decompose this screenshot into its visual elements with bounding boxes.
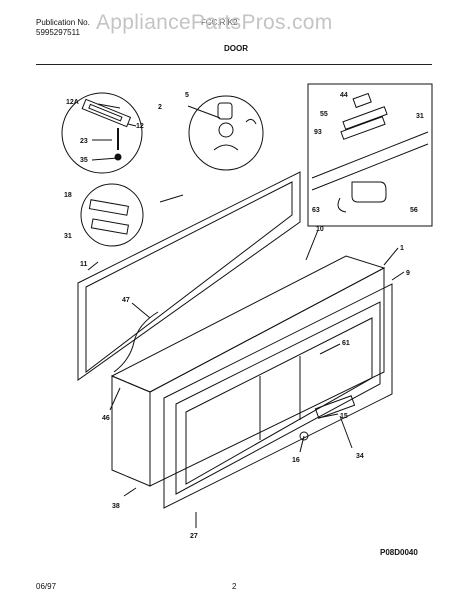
- lock-cylinder-part: [352, 92, 372, 109]
- gasket-outline: [77, 171, 301, 381]
- publication-block: Publication No. 5995297511: [36, 18, 90, 38]
- watermark: AppliancePartsPros.com: [96, 11, 333, 34]
- callout-label: 34: [356, 453, 364, 460]
- inset-circle-hinge: [61, 92, 143, 174]
- latch-cap-part: [217, 102, 233, 120]
- model-number: FCC.R.K2: [201, 18, 238, 27]
- publication-label: Publication No.: [36, 18, 90, 27]
- inset-circle-handle: [80, 183, 144, 247]
- footer-page-number: 2: [232, 582, 237, 591]
- callout-label: 10: [316, 226, 324, 233]
- callout-label: 61: [342, 340, 350, 347]
- handle-part-upper: [88, 199, 129, 216]
- footer-date: 06/97: [36, 582, 57, 591]
- lock-housing-part: [351, 181, 387, 203]
- liner-front: [149, 267, 385, 487]
- hinge-bracket-part: [81, 98, 132, 128]
- callout-label: 18: [64, 192, 72, 199]
- handle-bar: [314, 395, 356, 419]
- callout-label: 1: [400, 245, 404, 252]
- callout-label: 2: [158, 104, 162, 111]
- callout-label: 47: [122, 297, 130, 304]
- callout-label: 55: [320, 111, 328, 118]
- section-title: DOOR: [224, 44, 248, 53]
- callout-label: 5: [185, 92, 189, 99]
- callout-label: 93: [314, 129, 322, 136]
- callout-label: 27: [190, 533, 198, 540]
- callout-label: 12: [136, 123, 144, 130]
- callout-label: 9: [406, 270, 410, 277]
- door-outer-panel: [163, 283, 393, 509]
- header-rule: [36, 64, 432, 65]
- figure-code: P08D0040: [380, 548, 418, 557]
- callout-label: 12A: [66, 99, 79, 106]
- callout-label: 31: [64, 233, 72, 240]
- callout-label: 44: [340, 92, 348, 99]
- handle-part-lower: [90, 218, 130, 235]
- wire-harness: [113, 311, 159, 373]
- callout-label: 11: [80, 261, 88, 268]
- callout-label: 63: [312, 207, 320, 214]
- inset-circle-latch: [188, 95, 264, 171]
- callout-label: 23: [80, 138, 88, 145]
- callout-label: 35: [80, 157, 88, 164]
- callout-label: 38: [112, 503, 120, 510]
- latch-clip-part: [213, 144, 239, 151]
- liner-top-edge: [110, 255, 386, 393]
- callout-label: 46: [102, 415, 110, 422]
- latch-ring-part: [218, 122, 234, 138]
- inset-box-lock: [307, 83, 433, 227]
- callout-label: 16: [292, 457, 300, 464]
- callout-label: 15: [340, 413, 348, 420]
- callout-label: 31: [416, 113, 424, 120]
- callout-label: 56: [410, 207, 418, 214]
- publication-number: 5995297511: [36, 28, 80, 37]
